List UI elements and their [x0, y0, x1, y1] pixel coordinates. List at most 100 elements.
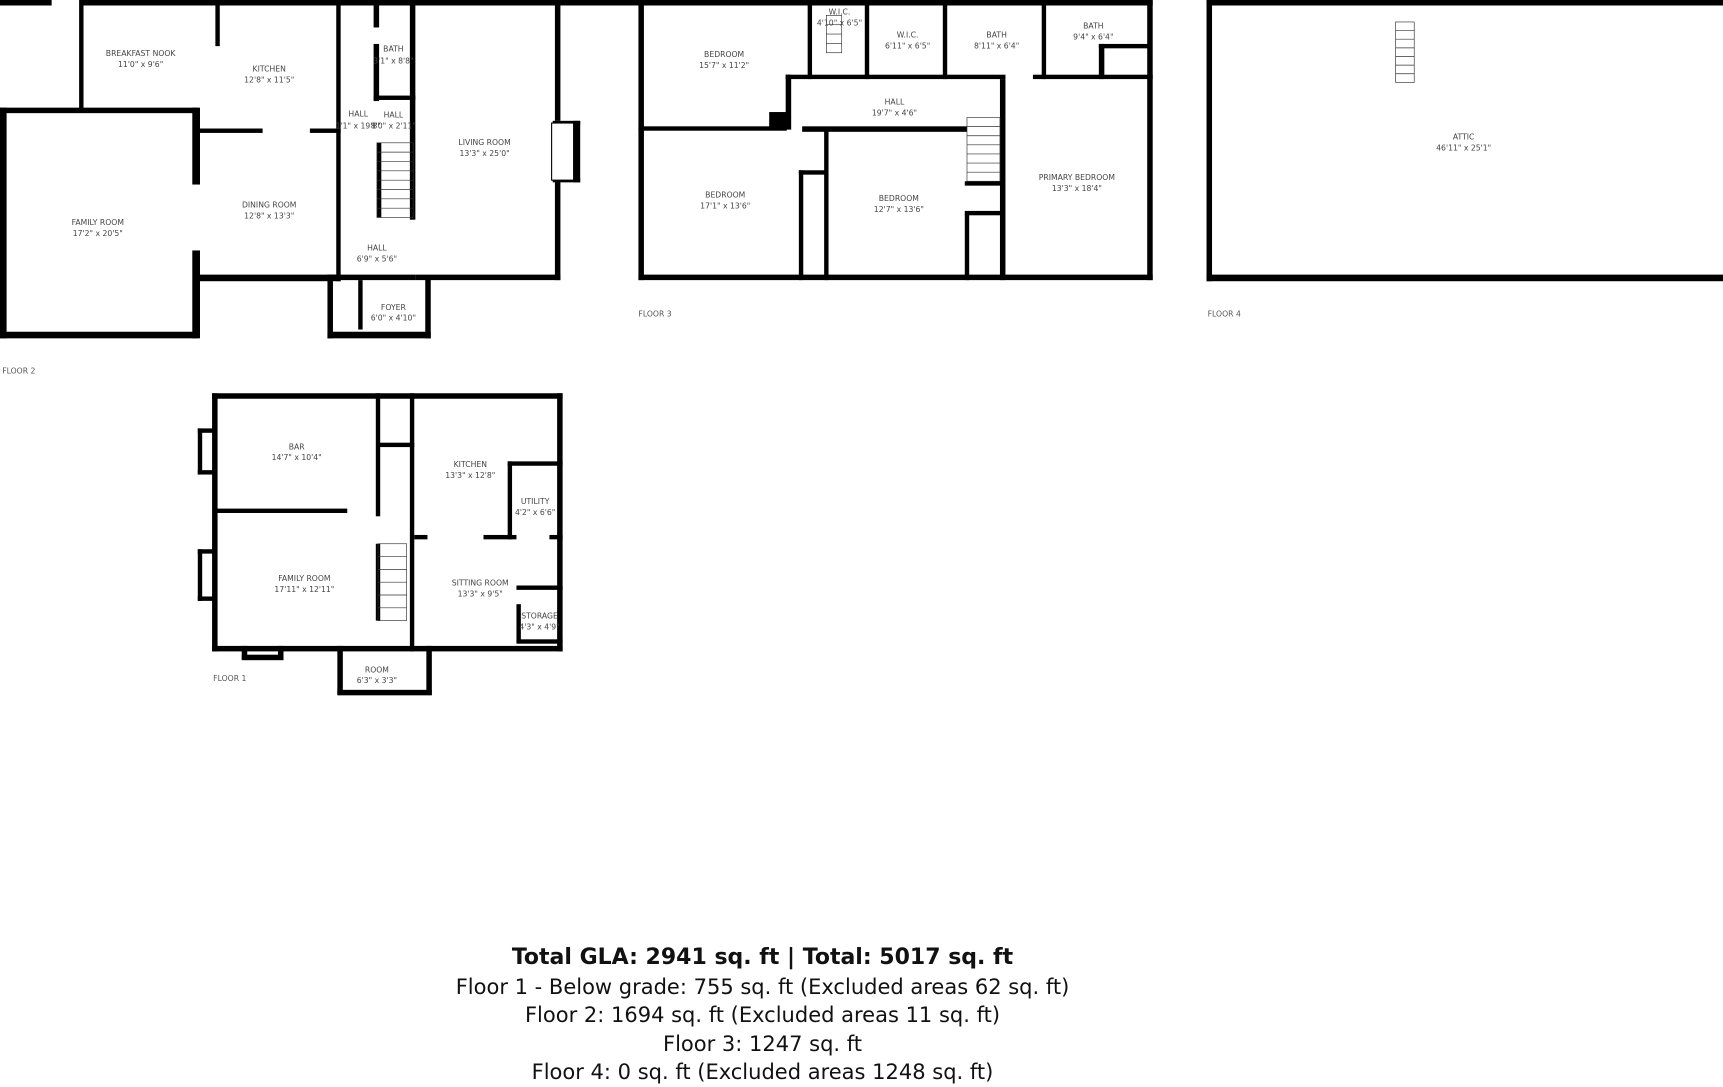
wall — [215, 0, 220, 47]
wall — [798, 170, 804, 281]
wall — [785, 74, 1006, 80]
wall — [193, 274, 341, 282]
wall — [964, 210, 1005, 216]
wall — [241, 645, 248, 660]
area-summary: Total GLA: 2941 sq. ft | Total: 5017 sq.… — [0, 944, 1525, 1087]
wall — [964, 181, 1005, 186]
wall — [573, 120, 581, 183]
floor-3: BEDROOM 15'7" x 11'2" W.I.C. 4'10" x 6'5… — [638, 7, 1115, 318]
room-name: W.I.C. — [829, 7, 851, 16]
wall — [278, 645, 284, 660]
room-dims: 12'8" x 13'3" — [244, 212, 294, 221]
wall — [82, 0, 341, 6]
room-dims: 19'7" x 4'6" — [872, 108, 917, 117]
wall — [212, 393, 218, 652]
room-name: BATH — [1083, 22, 1104, 31]
floor-area-line: Floor 1 - Below grade: 755 sq. ft (Exclu… — [455, 974, 1070, 999]
room-name: PRIMARY BEDROOM — [1039, 173, 1115, 182]
room-name: HALL — [348, 109, 368, 118]
wall — [192, 107, 200, 185]
wall — [212, 393, 563, 399]
floor-2: BREAKFAST NOOK 11'0" x 9'6" KITCHEN 12'8… — [2, 45, 511, 376]
room-dims: 4'10" x 6'5" — [817, 18, 862, 27]
wall — [824, 128, 829, 281]
wall — [0, 107, 198, 114]
wall — [309, 128, 341, 133]
floor-1: BAR 14'7" x 10'4" KITCHEN 13'3" x 12'8" … — [213, 442, 560, 685]
room-name: LIVING ROOM — [458, 138, 510, 147]
room-dims: 11'0" x 9'6" — [118, 60, 163, 69]
room-dims: 17'1" x 13'6" — [700, 202, 750, 211]
room-name: FAMILY ROOM — [72, 218, 124, 227]
walls — [0, 0, 1723, 696]
room-name: UTILITY — [521, 497, 550, 506]
wall — [638, 0, 644, 281]
wall — [638, 0, 1153, 6]
room-name: KITCHEN — [454, 460, 487, 469]
room-name: FAMILY ROOM — [278, 574, 330, 583]
wall — [0, 0, 52, 6]
wall — [942, 0, 948, 80]
room-dims: 6'3" x 3'3" — [357, 676, 397, 685]
room-name: SITTING ROOM — [452, 578, 509, 587]
room-dims: 13'3" x 18'4" — [1052, 184, 1102, 193]
wall — [336, 0, 363, 6]
wall — [516, 604, 521, 643]
wall — [337, 689, 432, 696]
room-dims: 12'8" x 11'5" — [244, 75, 294, 84]
room-name: HALL — [384, 111, 404, 120]
wall — [212, 645, 563, 652]
wall — [197, 549, 216, 554]
wall — [557, 393, 563, 652]
wall — [197, 428, 203, 475]
wall — [807, 0, 813, 80]
total-area: Total GLA: 2941 sq. ft | Total: 5017 sq.… — [511, 945, 1014, 970]
wall — [426, 645, 432, 695]
wall — [409, 393, 415, 652]
room-name: HALL — [885, 97, 905, 106]
room-dims: 14'7" x 10'4" — [272, 453, 322, 462]
wall — [638, 126, 787, 131]
room-name: W.I.C. — [897, 30, 919, 39]
room-dims: 1'1" x 19'8" — [336, 122, 381, 131]
wall — [554, 0, 561, 121]
wall — [285, 0, 341, 6]
room-name: STORAGE — [521, 611, 558, 620]
room-name: ROOM — [365, 665, 389, 674]
wall — [415, 274, 561, 281]
room-dims: 8'11" x 6'4" — [974, 41, 1019, 50]
room-dims: 17'11" x 12'11" — [274, 585, 334, 594]
wall — [197, 549, 203, 601]
stair-step — [966, 117, 1001, 182]
room-dims: 15'7" x 11'2" — [699, 61, 749, 70]
wall — [483, 534, 517, 540]
room-name: BATH — [383, 45, 404, 54]
floor-label: FLOOR 2 — [2, 366, 35, 375]
wall — [964, 214, 970, 281]
room-dims: 8'0" x 2'11" — [371, 122, 416, 131]
wall — [79, 0, 84, 110]
wall — [769, 112, 788, 129]
wall — [785, 74, 792, 130]
floor-label: FLOOR 3 — [638, 309, 671, 318]
wall — [554, 181, 561, 281]
wall — [1206, 274, 1723, 282]
room-dims: 17'2" x 20'5" — [73, 229, 123, 238]
wall — [336, 0, 341, 282]
wall — [425, 276, 431, 339]
wall — [375, 393, 381, 517]
wall — [386, 0, 561, 6]
wall — [358, 280, 363, 330]
room-dims: 13'3" x 12'8" — [445, 471, 495, 480]
floor-area-line: Floor 3: 1247 sq. ft — [662, 1031, 863, 1056]
room-dims: 6'0" x 4'10" — [371, 314, 416, 323]
wall — [507, 461, 513, 540]
floor-4: ATTIC 46'11" x 25'1" FLOOR 4 — [1208, 133, 1492, 319]
floor-area-line: Floor 2: 1694 sq. ft (Excluded areas 11 … — [524, 1003, 1001, 1028]
room-name: KITCHEN — [253, 64, 286, 73]
wall — [1041, 0, 1047, 80]
room-dims: 13'3" x 9'5" — [458, 589, 503, 598]
wall — [1098, 43, 1105, 80]
floor-area-line: Floor 4: 0 sq. ft (Excluded areas 1248 s… — [531, 1060, 994, 1085]
wall — [409, 0, 416, 220]
